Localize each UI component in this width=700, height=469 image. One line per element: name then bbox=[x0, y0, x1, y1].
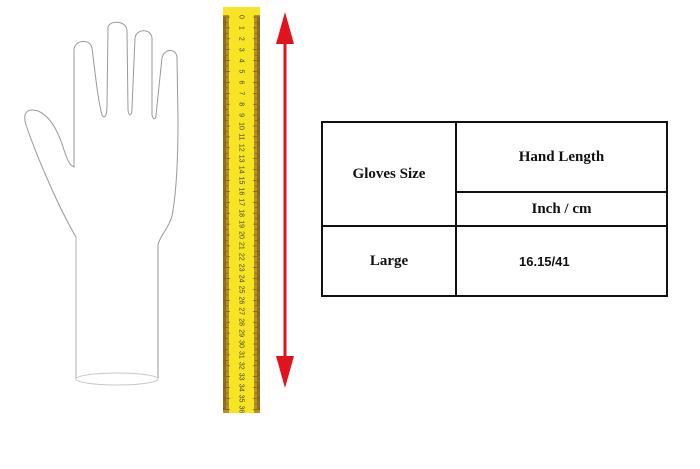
svg-text:36: 36 bbox=[238, 406, 245, 413]
svg-text:35: 35 bbox=[238, 395, 245, 403]
svg-text:17: 17 bbox=[238, 198, 245, 206]
svg-text:7: 7 bbox=[238, 91, 245, 95]
svg-text:1: 1 bbox=[238, 26, 245, 30]
svg-text:31: 31 bbox=[238, 351, 245, 359]
row-length-value: 16.15/41 bbox=[455, 225, 668, 297]
svg-text:11: 11 bbox=[238, 133, 245, 140]
svg-text:4: 4 bbox=[238, 59, 245, 63]
svg-text:22: 22 bbox=[238, 253, 245, 261]
svg-text:10: 10 bbox=[238, 122, 245, 130]
svg-text:3: 3 bbox=[238, 48, 245, 52]
measuring-tape-ruler: 0123456789101112131415161718192021222324… bbox=[223, 7, 260, 413]
svg-text:5: 5 bbox=[238, 70, 245, 74]
svg-text:20: 20 bbox=[238, 231, 245, 239]
svg-text:12: 12 bbox=[238, 144, 245, 152]
svg-text:18: 18 bbox=[238, 209, 245, 217]
svg-text:21: 21 bbox=[238, 242, 245, 250]
svg-text:16: 16 bbox=[238, 188, 245, 196]
svg-text:24: 24 bbox=[238, 275, 245, 283]
svg-text:2: 2 bbox=[238, 37, 245, 41]
svg-text:34: 34 bbox=[238, 384, 245, 392]
svg-text:23: 23 bbox=[238, 264, 245, 272]
row-size-large: Large bbox=[321, 225, 457, 297]
svg-text:6: 6 bbox=[238, 80, 245, 84]
svg-text:26: 26 bbox=[238, 297, 245, 305]
subheader-unit: Inch / cm bbox=[455, 191, 668, 227]
svg-text:14: 14 bbox=[238, 166, 245, 174]
svg-text:13: 13 bbox=[238, 155, 245, 163]
svg-text:8: 8 bbox=[238, 102, 245, 106]
svg-text:15: 15 bbox=[238, 177, 245, 185]
svg-text:27: 27 bbox=[238, 307, 245, 315]
header-hand-length: Hand Length bbox=[455, 121, 668, 193]
glove-size-table: Gloves Size Hand Length Inch / cm Large … bbox=[321, 121, 668, 297]
hand-outline-illustration bbox=[24, 21, 179, 386]
svg-text:32: 32 bbox=[238, 362, 245, 370]
length-arrow-icon bbox=[276, 12, 294, 388]
svg-text:0: 0 bbox=[238, 15, 245, 19]
svg-text:9: 9 bbox=[238, 113, 245, 117]
svg-text:19: 19 bbox=[238, 220, 245, 228]
svg-text:30: 30 bbox=[238, 340, 245, 348]
svg-text:33: 33 bbox=[238, 373, 245, 381]
svg-text:25: 25 bbox=[238, 286, 245, 294]
header-gloves-size: Gloves Size bbox=[321, 121, 457, 227]
svg-text:29: 29 bbox=[238, 329, 245, 337]
svg-text:28: 28 bbox=[238, 318, 245, 326]
